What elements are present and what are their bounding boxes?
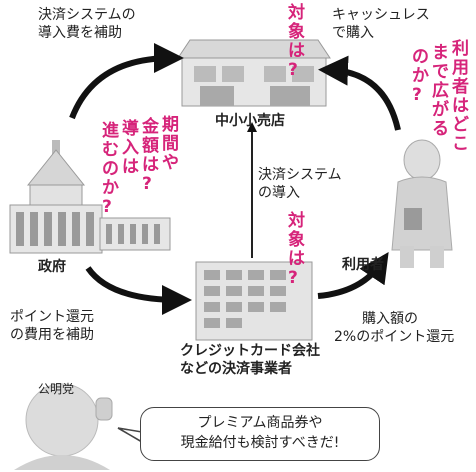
arrow-government-to-store xyxy=(69,43,184,120)
government-building-icon xyxy=(9,140,171,254)
question-period-col-4: 進 む の か ? xyxy=(102,121,119,217)
question-period-col-2: 金 額 は ? xyxy=(142,117,159,194)
speech-bubble: プレミアム商品券や 現金給付も検討すべきだ! xyxy=(140,407,380,461)
arrow-government-to-card xyxy=(85,266,192,315)
question-user-col-2: ま で 広 が る xyxy=(432,43,449,139)
bubble-line-1: プレミアム商品券や xyxy=(197,415,323,431)
label-gov-subsidy-system: 決済システムの導入費を補助 xyxy=(38,7,136,41)
label-gov-subsidy-points: ポイント還元の費用を補助 xyxy=(10,309,94,343)
label-cashless-purchase: キャッシュレスで購入 xyxy=(332,7,430,41)
label-government: 政府 xyxy=(38,259,66,275)
arrow-user-to-store xyxy=(318,55,401,131)
question-period-col-3: 導 入 は xyxy=(122,119,139,177)
question-user-col-3: の か ? xyxy=(412,47,429,105)
question-period-col-1: 期 間 や xyxy=(162,115,179,173)
label-card-company: クレジットカード会社などの決済事業者 xyxy=(180,343,320,377)
label-store: 中小小売店 xyxy=(215,113,285,129)
question-target-card: 対 象 は ? xyxy=(288,211,305,288)
question-target-store: 対 象 は ? xyxy=(288,3,305,80)
label-party: 公明党 xyxy=(38,382,75,396)
bubble-line-2: 現金給付も検討すべきだ! xyxy=(180,435,340,451)
bubble-tail xyxy=(117,427,143,443)
store-building-icon xyxy=(177,39,331,107)
label-system-intro: 決済システムの導入 xyxy=(258,167,342,201)
question-user-col-1: 利 用 者 は ど こ xyxy=(452,39,469,154)
card-company-building-icon xyxy=(195,261,313,341)
party-person-icon xyxy=(14,383,113,470)
user-figure-icon xyxy=(391,139,453,268)
label-user: 利用者 xyxy=(342,257,384,273)
arrow-card-to-user xyxy=(317,252,389,299)
